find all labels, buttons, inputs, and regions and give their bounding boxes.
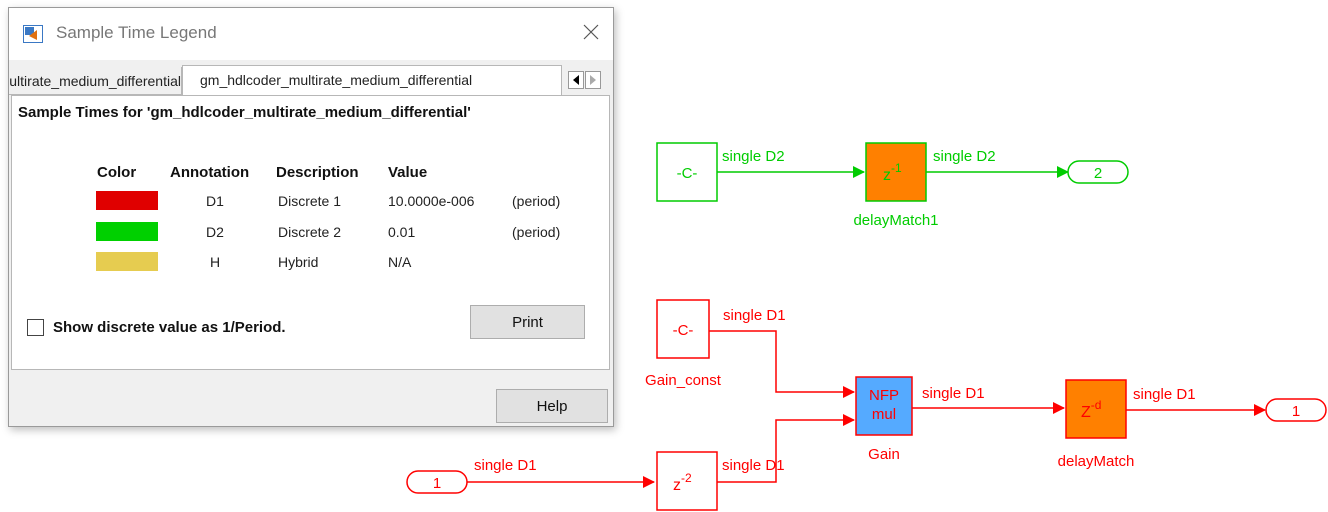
svg-text:Z-d: Z-d: [1081, 398, 1101, 421]
gain-const-label: -C-: [673, 322, 694, 339]
tab-model-1-label: gm_hdlcoder_multirate_medium_differentia…: [9, 73, 181, 89]
tab-strip: gm_hdlcoder_multirate_medium_differentia…: [9, 65, 613, 96]
tab-model-2[interactable]: gm_hdlcoder_multirate_medium_differentia…: [182, 65, 562, 96]
checkbox-label[interactable]: Show discrete value as 1/Period.: [53, 319, 286, 336]
signal-label-in: single D1: [474, 457, 537, 474]
row-d1-annotation: D1: [206, 193, 224, 209]
outport-2[interactable]: 2: [1067, 160, 1129, 184]
gain-line2: mul: [872, 406, 896, 423]
row-d2-value: 0.01: [388, 224, 416, 240]
row-d1-description: Discrete 1: [278, 193, 342, 209]
gain-name: Gain: [868, 446, 900, 463]
row-h-value: N/A: [388, 254, 412, 270]
signal-label-delayd: single D1: [1133, 386, 1196, 403]
tab-scroll-left-button[interactable]: [568, 71, 584, 89]
signal-line-delay2[interactable]: [717, 414, 855, 483]
tab-scroll-right-button[interactable]: [585, 71, 601, 89]
outport-2-label: 2: [1094, 165, 1102, 182]
delay-top-symbol: z: [883, 167, 891, 184]
delay-top-name: delayMatch1: [853, 212, 938, 229]
delay-block-top[interactable]: z-1: [865, 142, 927, 202]
const-top-label: -C-: [677, 165, 698, 182]
row-d1-value: 10.0000e-006: [388, 193, 475, 209]
gain-const-name: Gain_const: [645, 372, 722, 389]
dialog-title: Sample Time Legend: [56, 23, 217, 42]
tab-model-2-label: gm_hdlcoder_multirate_medium_differentia…: [200, 72, 473, 88]
color-swatch-d2: [96, 222, 158, 241]
chevron-left-icon: [573, 75, 579, 85]
gain-block[interactable]: NFP mul: [855, 376, 913, 436]
delay2-block[interactable]: z-2: [656, 451, 718, 511]
signal-label-gain: single D1: [922, 385, 985, 402]
delay2-symbol: z: [673, 477, 681, 494]
inport-1-label: 1: [433, 475, 441, 492]
delayd-name: delayMatch: [1058, 453, 1135, 470]
column-header-description: Description: [276, 164, 359, 181]
row-h-description: Hybrid: [278, 254, 319, 270]
tab-model-1[interactable]: gm_hdlcoder_multirate_medium_differentia…: [9, 67, 182, 95]
outport-1[interactable]: 1: [1265, 398, 1327, 422]
print-button[interactable]: Print: [470, 305, 585, 339]
delay2-exp: -2: [681, 471, 692, 485]
gain-const-block[interactable]: -C-: [656, 299, 710, 359]
outport-1-label: 1: [1292, 403, 1300, 420]
discrete-period-checkbox[interactable]: [27, 319, 44, 336]
signal-label-top-1: single D2: [722, 148, 785, 165]
signal-line-const[interactable]: [709, 330, 855, 398]
svg-text:z-2: z-2: [673, 471, 692, 494]
delay-top-exp: -1: [891, 161, 902, 175]
column-header-annotation: Annotation: [170, 164, 250, 181]
chevron-right-icon: [590, 75, 596, 85]
gain-line1: NFP: [869, 387, 899, 404]
delayd-block[interactable]: Z-d: [1065, 379, 1127, 439]
column-header-value: Value: [388, 164, 428, 181]
color-swatch-d1: [96, 191, 158, 210]
row-d2-description: Discrete 2: [278, 224, 342, 240]
delayd-symbol: Z: [1081, 404, 1091, 421]
row-d1-type: (period): [512, 193, 561, 209]
row-d2-annotation: D2: [206, 224, 224, 240]
sample-time-legend-dialog: Sample Time Legend gm_hdlcoder_multirate…: [8, 7, 614, 427]
signal-label-top-2: single D2: [933, 148, 996, 165]
svg-text:z-1: z-1: [883, 161, 902, 184]
help-button[interactable]: Help: [496, 389, 608, 423]
row-h-annotation: H: [210, 254, 221, 270]
const-block-top[interactable]: -C-: [656, 142, 718, 202]
legend-panel: Sample Times for 'gm_hdlcoder_multirate_…: [11, 95, 610, 370]
panel-heading: Sample Times for 'gm_hdlcoder_multirate_…: [18, 104, 471, 121]
signal-label-const: single D1: [723, 307, 786, 324]
app-icon: [23, 25, 43, 43]
title-bar: Sample Time Legend: [9, 8, 613, 60]
inport-1[interactable]: 1: [406, 470, 468, 494]
delayd-exp: -d: [1091, 398, 1102, 412]
color-swatch-hybrid: [96, 252, 158, 271]
column-header-color: Color: [97, 164, 137, 181]
row-d2-type: (period): [512, 224, 561, 240]
signal-label-delay2: single D1: [722, 457, 785, 474]
close-icon[interactable]: [581, 22, 601, 42]
